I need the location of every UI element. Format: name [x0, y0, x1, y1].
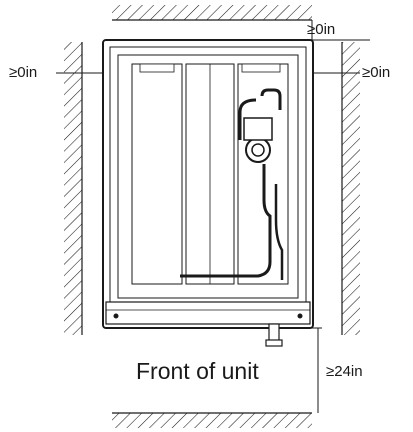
left-wall: [64, 42, 83, 335]
front-of-unit-caption: Front of unit: [136, 358, 259, 384]
left-clearance-label: ≥0in: [9, 64, 38, 81]
front-wall: [112, 412, 312, 428]
right-clearance-label: ≥0in: [362, 64, 391, 81]
outdoor-unit: [102, 39, 314, 347]
front-clearance-marker: [300, 327, 322, 413]
right-wall: [341, 42, 360, 335]
top-wall: [112, 5, 312, 21]
top-clearance-label: ≥0in: [307, 21, 336, 38]
front-clearance-label: ≥24in: [326, 363, 363, 380]
top-clearance-marker: [300, 20, 370, 41]
